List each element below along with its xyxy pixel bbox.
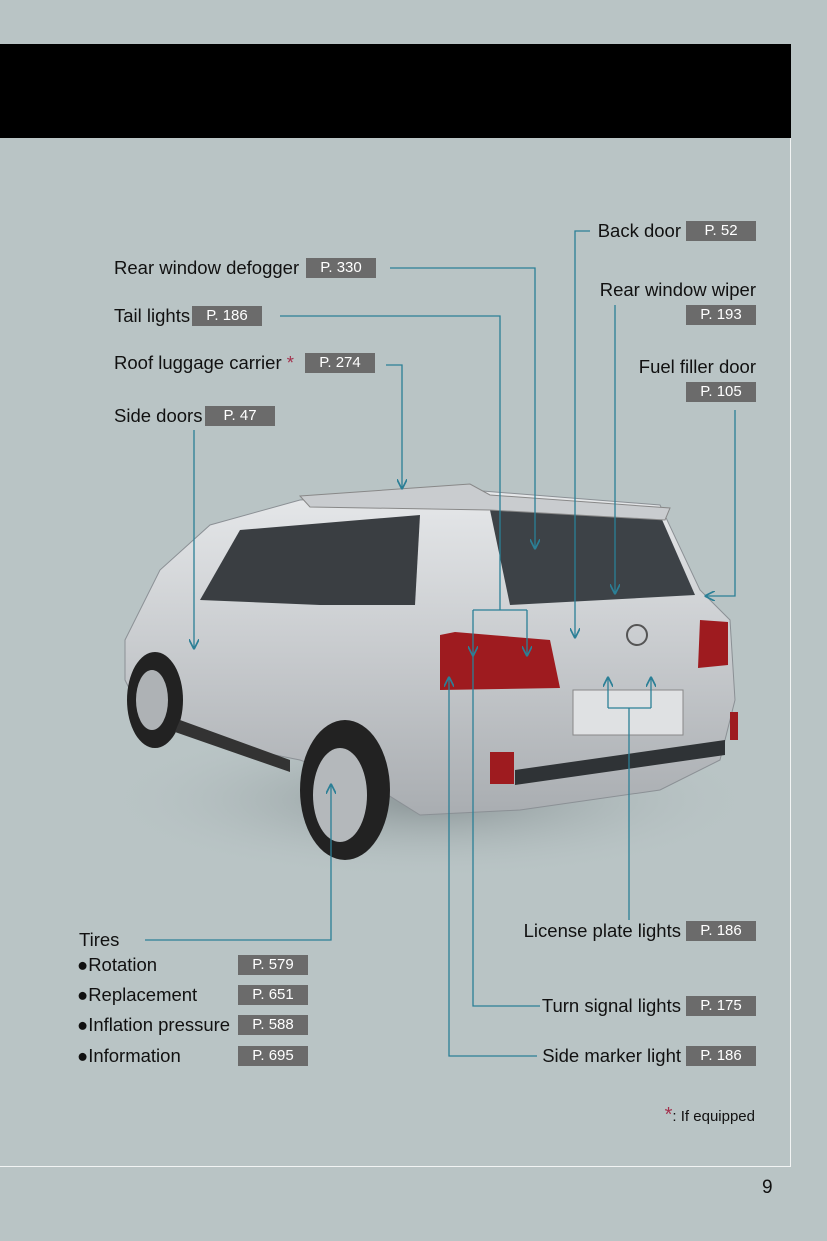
license-plate-lights-page[interactable]: P. 186 (686, 921, 756, 941)
turn-signal-lights-page[interactable]: P. 175 (686, 996, 756, 1016)
tires-item-page[interactable]: P. 588 (238, 1015, 308, 1035)
footnote: *: If equipped (664, 1104, 755, 1126)
tires-item: ●Information (77, 1045, 181, 1066)
side-marker-light-page[interactable]: P. 186 (686, 1046, 756, 1066)
rear-window-wiper-label: Rear window wiper (599, 279, 756, 300)
tires-item: ●Replacement (77, 984, 198, 1005)
tires-item: ●Inflation pressure (77, 1014, 231, 1035)
page-number: 9 (762, 1177, 773, 1198)
rear-window-defogger-page[interactable]: P. 330 (306, 258, 376, 278)
car-image (100, 483, 760, 880)
if-equipped-mark: * (286, 352, 294, 373)
roof-luggage-carrier-label: Roof luggage carrier * (114, 352, 294, 373)
tail-lights-page[interactable]: P. 186 (192, 306, 262, 326)
side-doors-page[interactable]: P. 47 (205, 406, 275, 426)
tires-item-page[interactable]: P. 695 (238, 1046, 308, 1066)
back-door-label: Back door (597, 220, 681, 241)
side-marker-light-label: Side marker light (542, 1045, 681, 1066)
leader-lines (145, 230, 736, 1057)
side-doors-label: Side doors (114, 405, 203, 426)
roof-luggage-carrier-page[interactable]: P. 274 (305, 353, 375, 373)
tires-title: Tires (79, 929, 120, 950)
tires-item-page[interactable]: P. 651 (238, 985, 308, 1005)
license-plate-lights-label: License plate lights (523, 920, 681, 941)
fuel-filler-door-page[interactable]: P. 105 (686, 382, 756, 402)
tires-item-page[interactable]: P. 579 (238, 955, 308, 975)
turn-signal-lights-label: Turn signal lights (541, 995, 681, 1016)
rear-window-wiper-page[interactable]: P. 193 (686, 305, 756, 325)
header-bar (0, 44, 791, 138)
tires-item: ●Rotation (77, 954, 158, 975)
rear-window-defogger-label: Rear window defogger (114, 257, 300, 278)
back-door-page[interactable]: P. 52 (686, 221, 756, 241)
fuel-filler-door-label: Fuel filler door (638, 356, 756, 377)
tail-lights-label: Tail lights (114, 305, 191, 326)
